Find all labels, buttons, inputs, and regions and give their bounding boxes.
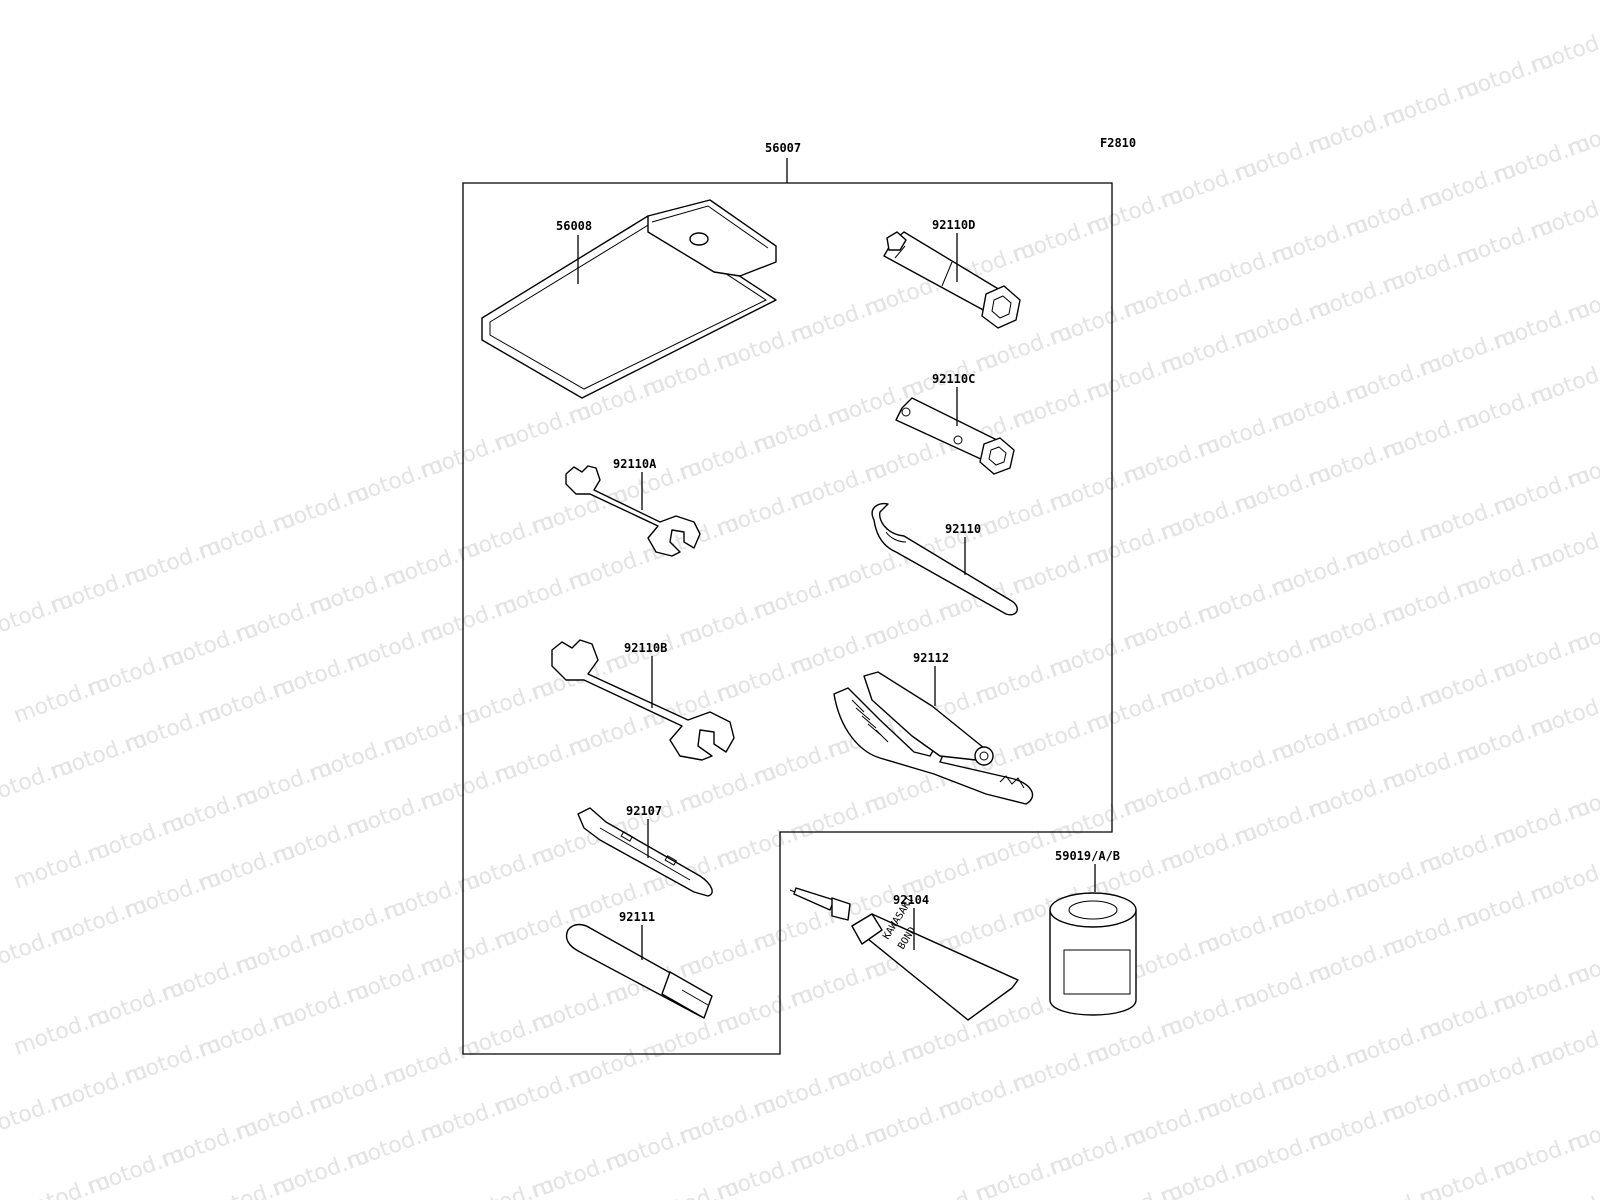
label-92107: 92107 bbox=[626, 804, 662, 818]
label-92112: 92112 bbox=[913, 651, 949, 665]
hook-spanner bbox=[871, 502, 1018, 616]
label-92111: 92111 bbox=[619, 910, 655, 924]
handle-bar bbox=[565, 923, 713, 1019]
pliers bbox=[833, 671, 1034, 805]
label-92110A: 92110A bbox=[613, 457, 657, 471]
label-92110D: 92110D bbox=[932, 218, 975, 232]
tool-pouch bbox=[481, 199, 777, 399]
socket-wrench-c bbox=[895, 397, 1015, 475]
label-56007: 56007 bbox=[765, 141, 801, 155]
label-56008: 56008 bbox=[556, 219, 592, 233]
figure-code: F2810 bbox=[1100, 136, 1136, 150]
open-wrench-b bbox=[551, 639, 735, 761]
kit-outline bbox=[462, 182, 1113, 1055]
label-59019: 59019/A/B bbox=[1055, 849, 1120, 863]
open-wrench-a bbox=[565, 465, 701, 557]
label-92110C: 92110C bbox=[932, 372, 975, 386]
bond-tube: KAWASAKI BOND bbox=[789, 887, 1019, 1021]
label-92110B: 92110B bbox=[624, 641, 667, 655]
socket-wrench-d bbox=[883, 231, 1021, 329]
label-92110: 92110 bbox=[945, 522, 981, 536]
screwdriver bbox=[577, 807, 713, 897]
label-92104: 92104 bbox=[893, 893, 929, 907]
bond-can bbox=[1049, 892, 1137, 1016]
